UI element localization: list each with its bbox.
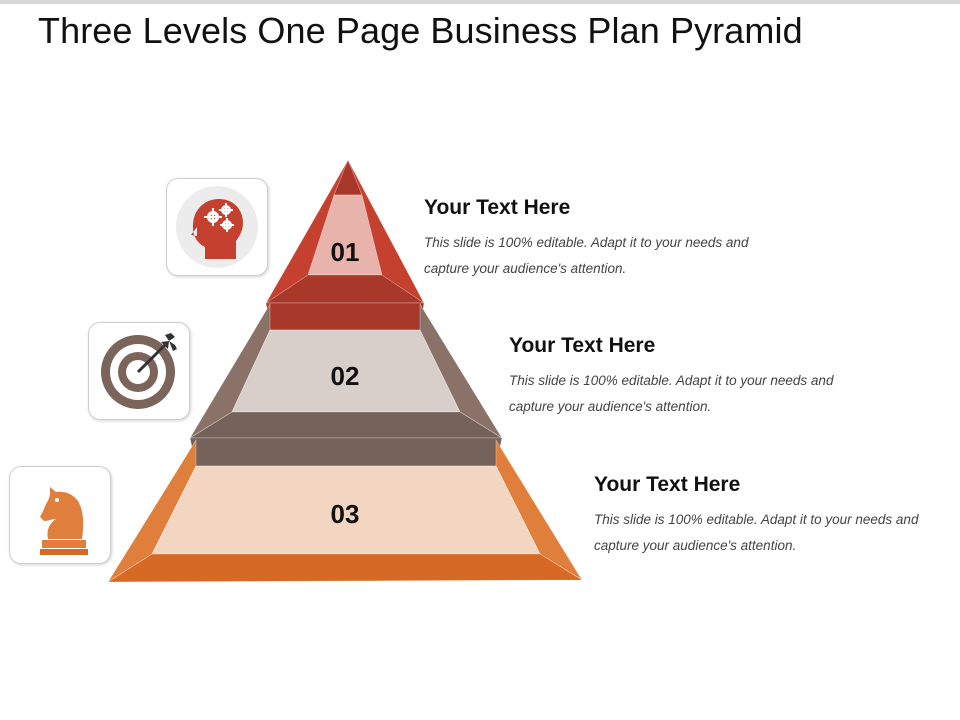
level-2-body: This slide is 100% editable. Adapt it to… <box>509 373 834 414</box>
level-3-heading: Your Text Here <box>594 473 741 496</box>
level-1-number: 01 <box>330 237 360 267</box>
level-1-bottom-base <box>265 302 425 331</box>
level-2-icon-card <box>88 322 190 420</box>
pyramid-level-1 <box>265 159 425 331</box>
level-2-heading: Your Text Here <box>509 334 656 357</box>
level-2-bottom-base <box>189 437 503 467</box>
top-rule <box>0 0 960 4</box>
level-1-icon-card <box>166 178 268 276</box>
level-2-text-block: Your Text Here This slide is 100% editab… <box>509 334 849 420</box>
target-arrow-icon <box>101 333 177 409</box>
level-1-text-block: Your Text Here This slide is 100% editab… <box>424 196 764 282</box>
level-3-bottom-band <box>106 553 584 583</box>
head-gears-icon <box>176 186 258 268</box>
level-1-body: This slide is 100% editable. Adapt it to… <box>424 235 749 276</box>
slide-title: Three Levels One Page Business Plan Pyra… <box>38 10 803 51</box>
level-3-icon-card <box>9 466 111 564</box>
pyramid-level-3 <box>106 438 584 583</box>
pyramid-level-2 <box>188 302 504 467</box>
level-3-number: 03 <box>330 499 360 529</box>
level-2-bottom-band <box>188 411 504 439</box>
level-3-text-block: Your Text Here This slide is 100% editab… <box>594 473 934 559</box>
chess-knight-icon <box>40 487 88 555</box>
level-3-body: This slide is 100% editable. Adapt it to… <box>594 512 919 553</box>
level-2-number: 02 <box>330 361 360 391</box>
level-1-heading: Your Text Here <box>424 196 571 219</box>
